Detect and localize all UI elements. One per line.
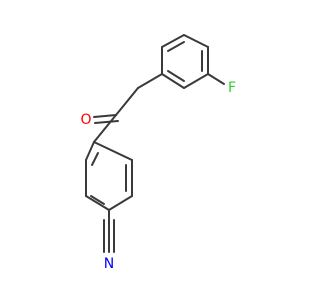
nitrile-triple-bond [103,209,115,253]
nitrogen-atom-label: N [104,256,114,272]
fluorine-atom-label: F [228,80,236,96]
background [0,0,300,300]
propanone-chain [93,73,163,143]
carbonyl-double-bond [93,114,119,124]
oxygen-atom-label: O [80,112,91,128]
carbon-fluorine-bond [207,73,225,85]
fluorophenyl-ring [161,34,209,89]
molecule-structure: O F N [0,0,300,300]
benzonitrile-ring [85,141,133,211]
